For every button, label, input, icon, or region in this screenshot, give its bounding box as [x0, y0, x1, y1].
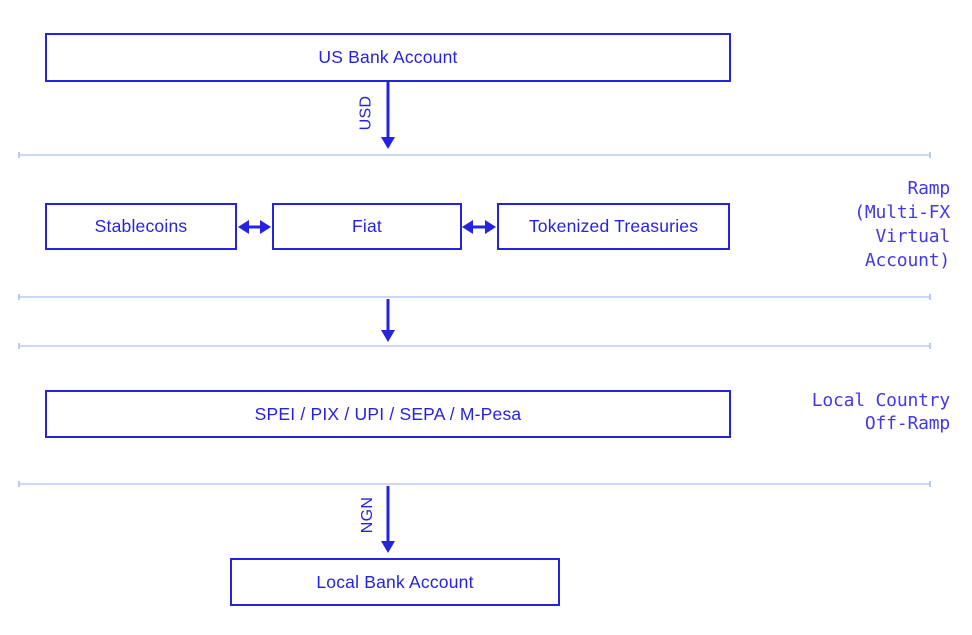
arrow-head-down-icon: [381, 330, 395, 342]
node-tokenized-treasuries-label: Tokenized Treasuries: [528, 216, 699, 236]
node-us-bank-account: US Bank Account: [45, 33, 731, 82]
node-tokenized-treasuries: Tokenized Treasuries: [497, 203, 730, 250]
middle-flow-arrow-down: [380, 299, 396, 342]
arrow-head-left-icon: [462, 220, 473, 234]
fiat-treasuries-bidirectional-arrow: [462, 219, 496, 235]
stablecoins-fiat-bidirectional-arrow: [238, 219, 271, 235]
node-fiat: Fiat: [272, 203, 462, 250]
arrow-stem: [471, 225, 487, 229]
ngn-flow-arrow-down: [380, 486, 396, 553]
node-local-bank-account-label: Local Bank Account: [316, 571, 474, 592]
section-label-ramp: Ramp (Multi-FX Virtual Account): [854, 178, 950, 271]
section-divider-top: [18, 152, 931, 158]
usd-flow-arrow-down: [380, 82, 396, 149]
node-stablecoins: Stablecoins: [45, 203, 237, 250]
section-label-local-off-ramp: Local Country Off-Ramp: [811, 390, 950, 434]
arrow-stem: [386, 299, 390, 330]
section-divider-middle-upper: [18, 294, 931, 300]
arrow-head-down-icon: [381, 541, 395, 553]
usd-currency-label: USD: [357, 95, 374, 131]
arrow-stem: [386, 486, 390, 541]
node-us-bank-account-label: US Bank Account: [318, 47, 458, 67]
section-divider-middle-lower: [18, 343, 931, 349]
section-divider-bottom: [18, 481, 931, 487]
arrow-head-right-icon: [485, 220, 496, 234]
node-local-bank-account: Local Bank Account: [230, 558, 560, 606]
arrow-head-down-icon: [381, 137, 395, 149]
node-stablecoins-label: Stablecoins: [94, 216, 188, 236]
node-fiat-label: Fiat: [352, 216, 382, 236]
arrow-head-left-icon: [238, 220, 249, 234]
arrow-head-right-icon: [260, 220, 271, 234]
arrow-stem: [247, 225, 262, 229]
node-local-payment-rails: SPEI / PIX / UPI / SEPA / M-Pesa: [45, 390, 731, 438]
node-local-payment-rails-label: SPEI / PIX / UPI / SEPA / M-Pesa: [254, 403, 522, 424]
arrow-stem: [386, 82, 390, 137]
